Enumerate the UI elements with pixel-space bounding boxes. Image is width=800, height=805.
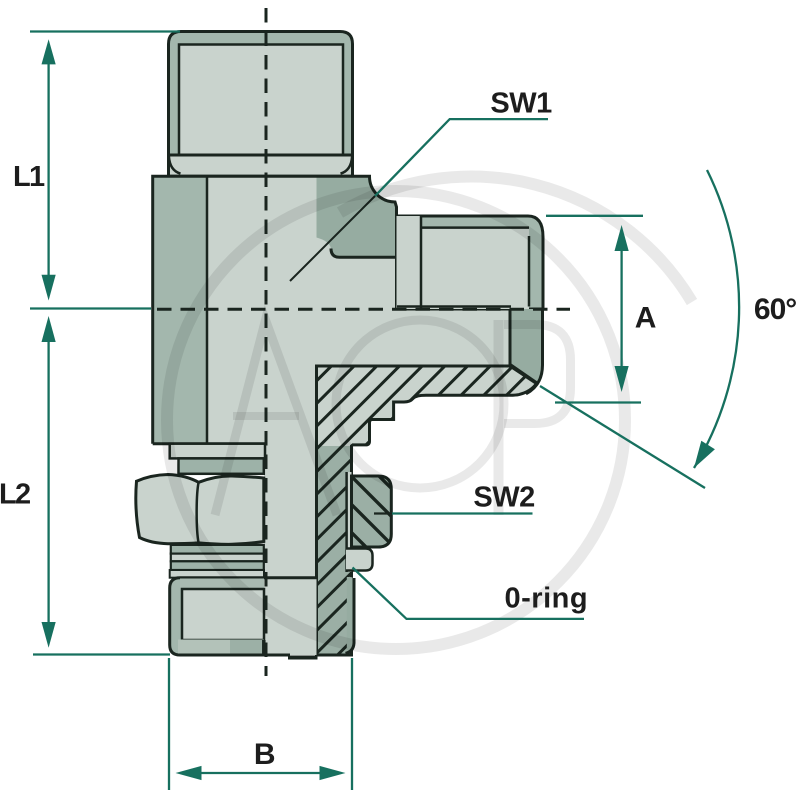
svg-text:A: A [635,302,657,335]
svg-text:0-ring: 0-ring [505,583,589,615]
svg-text:SW2: SW2 [473,482,534,514]
svg-text:SW1: SW1 [490,88,552,120]
svg-text:60°: 60° [754,293,796,326]
svg-text:B: B [254,738,276,771]
svg-text:L2: L2 [0,478,30,510]
svg-text:L1: L1 [13,161,45,193]
